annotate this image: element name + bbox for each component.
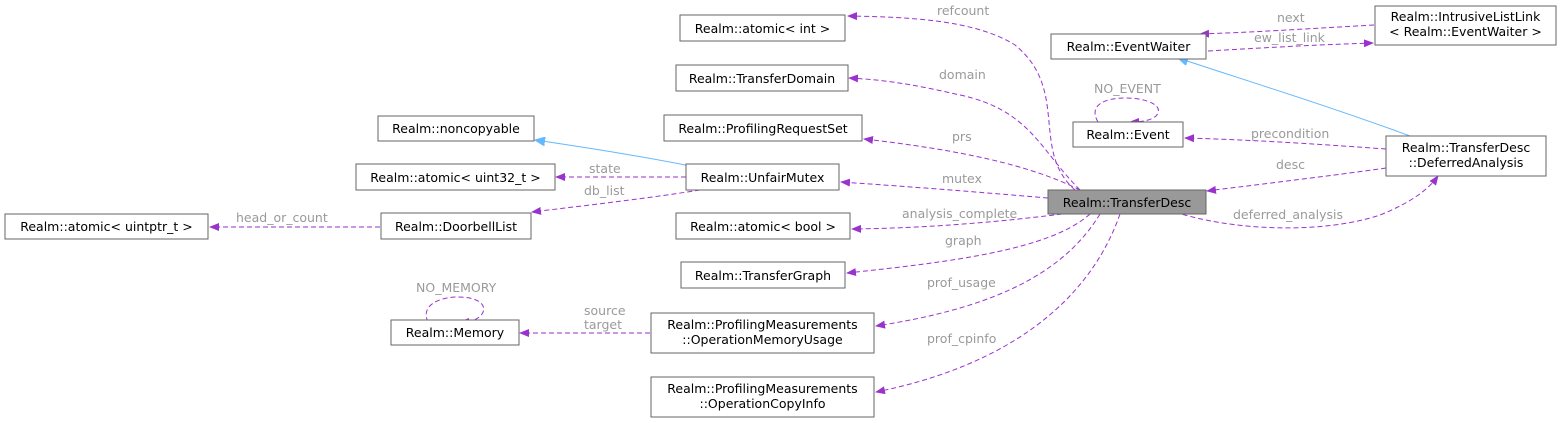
node-op-memory-usage[interactable]: Realm::ProfilingMeasurements ::Operation…	[650, 312, 875, 354]
node-label: Realm::TransferDomain	[689, 71, 835, 86]
edge-graph	[846, 213, 1091, 277]
edge-desc	[1206, 167, 1387, 194]
edge-labels: refcount domain prs state db_list head_o…	[236, 3, 1343, 346]
node-label-line2: < Realm::EventWaiter >	[1389, 24, 1542, 39]
label-prof-usage: prof_usage	[927, 275, 996, 290]
label-next: next	[1277, 10, 1305, 25]
label-prof-cpinfo: prof_cpinfo	[927, 331, 996, 346]
node-event-waiter[interactable]: Realm::EventWaiter	[1050, 33, 1207, 60]
edge-analysis-complete	[851, 212, 1071, 233]
label-desc: desc	[1276, 157, 1305, 172]
node-label: Realm::noncopyable	[392, 121, 520, 136]
node-label-line1: Realm::ProfilingMeasurements	[667, 381, 857, 396]
edge-domain	[848, 74, 1081, 191]
edge-no-memory	[425, 296, 485, 326]
node-label: Realm::atomic< uint32_t >	[370, 170, 540, 185]
node-label-line1: Realm::TransferDesc	[1402, 140, 1531, 155]
edge-prs	[863, 136, 1081, 191]
node-label: Realm::TransferGraph	[695, 268, 831, 283]
node-label-line2: ::OperationCopyInfo	[700, 396, 826, 411]
node-label: Realm::DoorbellList	[395, 219, 517, 234]
node-op-copy-info[interactable]: Realm::ProfilingMeasurements ::Operation…	[650, 376, 875, 418]
edge-next	[1199, 24, 1375, 38]
node-transfer-desc[interactable]: Realm::TransferDesc	[1047, 189, 1207, 215]
edge-refcount	[847, 12, 1076, 191]
edge-prof-usage	[875, 213, 1101, 329]
node-label: Realm::TransferDesc	[1063, 195, 1192, 210]
node-label-line2: ::OperationMemoryUsage	[682, 332, 843, 347]
label-analysis-complete: analysis_complete	[902, 206, 1018, 221]
node-memory[interactable]: Realm::Memory	[390, 319, 520, 346]
node-label: Realm::Event	[1086, 127, 1169, 142]
node-atomic-bool[interactable]: Realm::atomic< bool >	[675, 212, 851, 240]
label-target: target	[584, 317, 622, 332]
node-label: Realm::UnfairMutex	[701, 170, 825, 185]
node-label-line2: ::DeferredAnalysis	[1409, 155, 1524, 170]
label-source: source	[584, 303, 626, 318]
label-state: state	[589, 161, 621, 176]
node-transfer-domain[interactable]: Realm::TransferDomain	[675, 64, 849, 92]
node-label: Realm::EventWaiter	[1067, 39, 1192, 54]
edge-db-list	[531, 189, 701, 215]
node-label: Realm::ProfilingRequestSet	[678, 121, 847, 136]
label-no-memory: NO_MEMORY	[416, 280, 497, 295]
nodes: Realm::atomic< int > Realm::TransferDoma…	[4, 5, 1557, 418]
label-mutex: mutex	[942, 171, 982, 186]
node-label: Realm::atomic< uintptr_t >	[20, 219, 193, 234]
node-noncopyable[interactable]: Realm::noncopyable	[377, 115, 535, 142]
label-prs: prs	[952, 129, 972, 144]
label-db-list: db_list	[584, 183, 625, 198]
label-graph: graph	[945, 233, 982, 248]
node-atomic-uint32[interactable]: Realm::atomic< uint32_t >	[355, 163, 556, 191]
edge-no-event	[1094, 97, 1159, 126]
edge-mutex	[840, 178, 1049, 199]
node-transfer-graph[interactable]: Realm::TransferGraph	[680, 261, 846, 289]
node-intrusive-list-link[interactable]: Realm::IntrusiveListLink < Realm::EventW…	[1374, 5, 1557, 46]
label-ew-list-link: ew_list_link	[1254, 30, 1326, 45]
edges	[209, 12, 1439, 395]
node-unfair-mutex[interactable]: Realm::UnfairMutex	[685, 163, 840, 191]
node-atomic-uintptr[interactable]: Realm::atomic< uintptr_t >	[4, 213, 209, 240]
label-deferred-analysis: deferred_analysis	[1233, 207, 1343, 222]
node-label: Realm::atomic< int >	[695, 21, 830, 36]
edge-deferredanalysis-to-eventwaiter	[1178, 58, 1411, 137]
node-event[interactable]: Realm::Event	[1072, 121, 1184, 148]
node-doorbell-list[interactable]: Realm::DoorbellList	[380, 212, 532, 240]
node-profiling-request-set[interactable]: Realm::ProfilingRequestSet	[663, 114, 863, 142]
label-no-event: NO_EVENT	[1094, 81, 1161, 96]
node-deferred-analysis[interactable]: Realm::TransferDesc ::DeferredAnalysis	[1385, 135, 1547, 177]
label-head-or-count: head_or_count	[236, 210, 328, 225]
edge-ew-list-link	[1207, 39, 1374, 52]
edge-unfairmutex-to-noncopyable	[535, 140, 691, 167]
label-refcount: refcount	[937, 3, 989, 18]
node-label: Realm::Memory	[406, 325, 505, 340]
label-domain: domain	[939, 67, 986, 82]
label-precondition: precondition	[1251, 126, 1329, 141]
node-atomic-int[interactable]: Realm::atomic< int >	[679, 14, 846, 42]
edge-prof-cpinfo	[875, 213, 1121, 395]
node-label: Realm::atomic< bool >	[690, 219, 836, 234]
node-label-line1: Realm::IntrusiveListLink	[1391, 9, 1541, 24]
node-label-line1: Realm::ProfilingMeasurements	[667, 317, 857, 332]
